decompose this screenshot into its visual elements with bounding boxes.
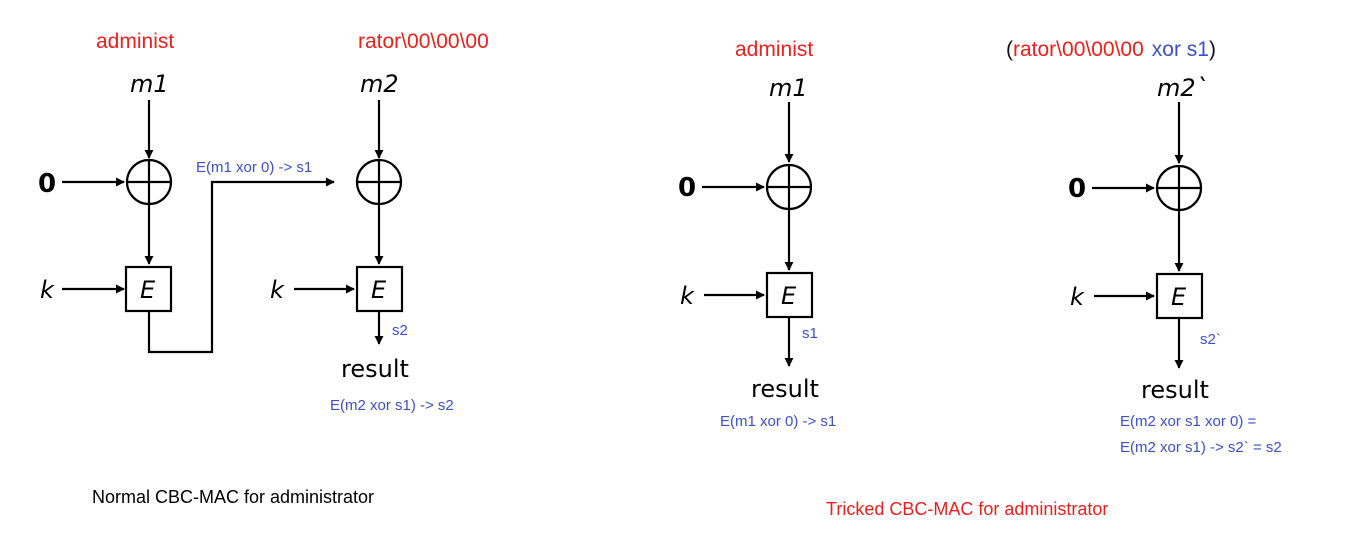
xor-icon <box>1155 164 1203 212</box>
normal-m2-label: m2 <box>360 70 399 98</box>
tricked-b1-iv: 0 <box>678 173 696 203</box>
normal-k2-label: k <box>270 276 285 304</box>
xor-icon <box>765 163 813 211</box>
tricked-m1-plaintext: administ <box>735 38 813 61</box>
tricked-caption: Tricked CBC-MAC for administrator <box>826 499 1108 519</box>
tricked-cbc-mac: administ (rator\00\00\00 xor s1) m1 0 k E… <box>678 38 1282 519</box>
normal-caption: Normal CBC-MAC for administrator <box>92 487 374 507</box>
normal-e2-box <box>355 265 404 313</box>
tricked-b1-formula: E(m1 xor 0) -> s1 <box>720 413 836 430</box>
tricked-b1-e-label: E <box>781 282 797 310</box>
tricked-m2-text: rator\00\00\00 <box>1013 38 1144 61</box>
tricked-b2-iv: 0 <box>1068 174 1086 204</box>
tricked-b1-e-box <box>765 271 814 319</box>
tricked-b2-s-label: s2` <box>1200 331 1221 348</box>
normal-chain-wire <box>147 177 335 354</box>
xor-icon <box>355 158 403 206</box>
xor-icon <box>125 158 173 206</box>
tricked-b2-k-label: k <box>1070 283 1085 311</box>
normal-e1-box <box>124 265 173 313</box>
tricked-b2-formula-line1: E(m2 xor s1 xor 0) = <box>1120 413 1257 430</box>
tricked-m2-close-paren: ) <box>1209 38 1216 61</box>
normal-cbc-mac: administ rator\00\00\00 m1 m2 0 k E E(m1… <box>38 30 489 507</box>
normal-m1-plaintext: administ <box>96 30 174 53</box>
tricked-b1-result: result <box>751 375 819 403</box>
tricked-m2-plaintext: (rator\00\00\00 xor s1) <box>1006 38 1216 61</box>
normal-e2-label: E <box>371 276 387 304</box>
normal-result-label: result <box>341 355 409 383</box>
normal-chain-formula: E(m1 xor 0) -> s1 <box>196 159 312 176</box>
tricked-b2-result: result <box>1141 376 1209 404</box>
normal-iv-zero: 0 <box>38 169 56 199</box>
tricked-m2-xor: xor s1 <box>1152 38 1209 61</box>
normal-m2-plaintext: rator\00\00\00 <box>358 30 489 53</box>
tricked-b1-s-label: s1 <box>802 325 818 342</box>
normal-k1-label: k <box>40 276 55 304</box>
normal-s2-label: s2 <box>392 322 408 339</box>
tricked-b1-m-label: m1 <box>769 74 808 102</box>
tricked-b1-k-label: k <box>680 282 695 310</box>
normal-result-formula: E(m2 xor s1) -> s2 <box>330 397 454 414</box>
tricked-b2-e-label: E <box>1171 283 1187 311</box>
normal-e1-label: E <box>140 276 156 304</box>
tricked-m2-open-paren: ( <box>1006 38 1013 61</box>
normal-m1-label: m1 <box>130 70 169 98</box>
tricked-b2-formula-line2: E(m2 xor s1) -> s2` = s2 <box>1120 439 1282 456</box>
tricked-b2-m-label: m2` <box>1157 74 1208 102</box>
tricked-b2-e-box <box>1155 272 1204 320</box>
